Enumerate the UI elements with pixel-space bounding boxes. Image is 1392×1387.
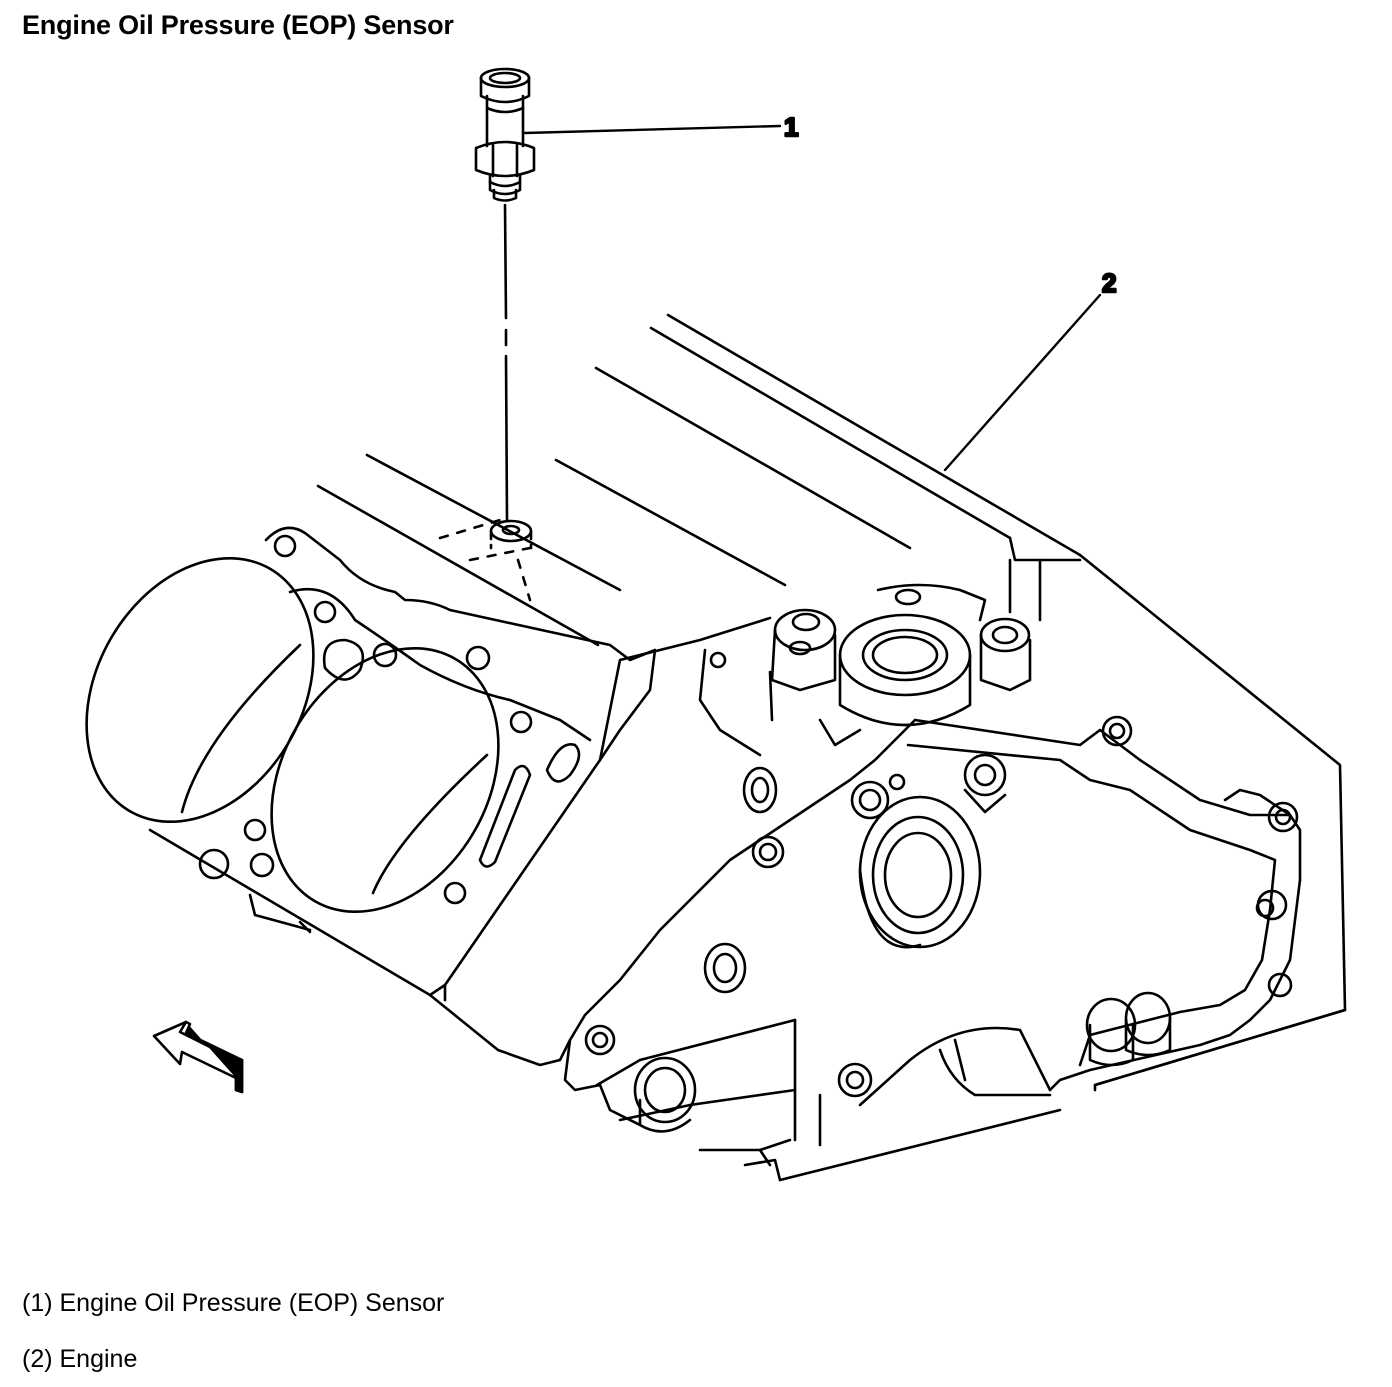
legend-item-sensor: (1) Engine Oil Pressure (EOP) Sensor <box>22 1289 445 1317</box>
callout-1-label: 1 <box>784 112 798 142</box>
engine-block <box>85 313 1347 1182</box>
install-line <box>503 203 509 522</box>
engine-diagram: 1 2 <box>85 67 1347 1182</box>
front-arrow-icon <box>152 1020 244 1094</box>
callout-2: 2 <box>943 267 1118 472</box>
eop-sensor <box>474 67 536 202</box>
legend: (1) Engine Oil Pressure (EOP) Sensor (2)… <box>22 1275 444 1387</box>
callout-2-label: 2 <box>1102 268 1116 298</box>
legend-item-engine: (2) Engine <box>22 1345 138 1373</box>
page-title: Engine Oil Pressure (EOP) Sensor <box>22 10 454 40</box>
callout-1: 1 <box>523 111 800 143</box>
